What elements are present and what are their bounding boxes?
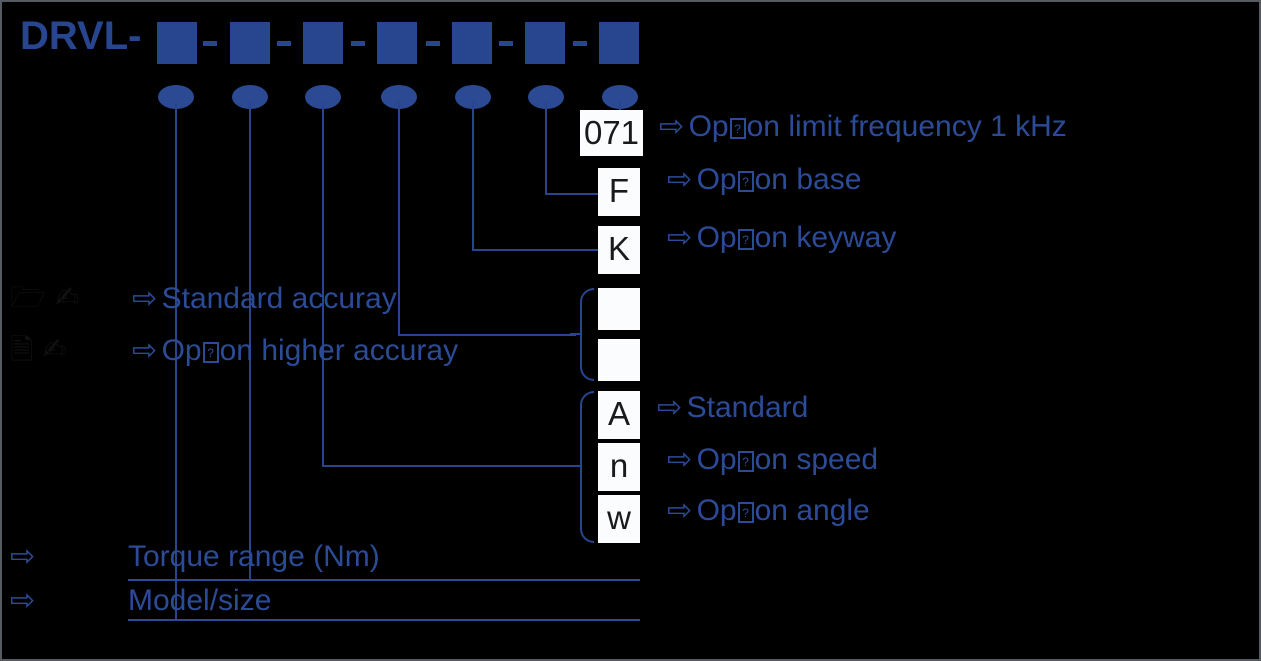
legend-keyway: ⇨ Op on keyway (667, 221, 896, 255)
legend-output-angle: ⇨ Op on angle (667, 494, 870, 528)
missing-glyph-icon (737, 451, 754, 472)
legend-higher-accuracy-post: on higher accuray (219, 334, 459, 367)
code-segment-5[interactable] (452, 22, 492, 64)
value-box-output-speed[interactable]: n (598, 443, 640, 491)
leader-line-segment-3-horizontal (322, 465, 576, 467)
brace-accuracy (580, 288, 594, 381)
document-mailbox-icon: 🗎 ✍ (10, 332, 67, 366)
value-box-output-angle[interactable]: w (598, 495, 640, 543)
legend-output-angle-pre: Op (696, 494, 737, 527)
missing-glyph-icon (737, 229, 754, 250)
leader-line-segment-2-vertical (249, 102, 251, 580)
brace-accuracy-stem (570, 333, 580, 335)
legend-higher-accuracy-pre: Op (161, 334, 202, 367)
code-separator-1 (203, 41, 217, 46)
value-box-limit-frequency[interactable]: 071 (580, 110, 643, 156)
legend-higher-accuracy: ⇨ Op on higher accuray (132, 334, 458, 368)
legend-standard-accuracy: ⇨ Standard accuray (132, 282, 397, 316)
missing-glyph-icon (729, 118, 746, 139)
missing-glyph-icon (737, 502, 754, 523)
legend-limit-frequency: ⇨ Op on limit frequency 1 kHz (659, 110, 1067, 144)
value-box-keyway[interactable]: K (598, 226, 640, 274)
arrow-icon: ⇨ (10, 540, 36, 573)
code-segment-6[interactable] (525, 22, 565, 64)
folder-mailbox-icon: 🗁 ✍ (10, 280, 80, 314)
code-segment-2[interactable] (230, 22, 270, 64)
arrow-icon: ⇨ (667, 163, 693, 196)
code-segment-7[interactable] (599, 22, 639, 64)
legend-standard-accuracy-label: Standard accuray (161, 282, 397, 315)
legend-base-pre: Op (696, 163, 737, 196)
footer-model-size-rule (128, 619, 640, 621)
leader-line-segment-4-vertical (398, 102, 400, 335)
code-separator-5 (499, 41, 513, 46)
arrow-icon: ⇨ (132, 282, 158, 315)
code-separator-2 (277, 41, 291, 46)
legend-base: ⇨ Op on base (667, 163, 861, 197)
arrow-icon: ⇨ (10, 584, 36, 617)
arrow-icon: ⇨ (657, 391, 683, 424)
arrow-icon: ⇨ (659, 110, 685, 143)
footer-model-size-label: Model/size (128, 584, 272, 617)
legend-output-standard-label: Standard (686, 391, 809, 424)
code-segment-4[interactable] (377, 22, 417, 64)
value-box-base[interactable]: F (598, 168, 640, 216)
legend-output-speed: ⇨ Op on speed (667, 443, 878, 477)
value-box-output-standard[interactable]: A (598, 391, 640, 439)
arrow-icon: ⇨ (667, 494, 693, 527)
value-box-accuracy-standard[interactable] (598, 288, 640, 330)
legend-output-standard: ⇨ Standard (657, 391, 808, 425)
code-separator-6 (573, 41, 587, 46)
brace-output (580, 391, 594, 543)
code-prefix: DRVL- (20, 14, 142, 58)
arrow-icon: ⇨ (667, 221, 693, 254)
leader-line-segment-3-vertical (322, 102, 324, 466)
code-separator-4 (426, 41, 440, 46)
leader-line-segment-4-horizontal (398, 334, 576, 336)
legend-limit-frequency-pre: Op (688, 110, 729, 143)
missing-glyph-icon (202, 342, 219, 363)
legend-keyway-pre: Op (696, 221, 737, 254)
legend-output-speed-pre: Op (696, 443, 737, 476)
footer-torque-range-label: Torque range (Nm) (128, 540, 380, 573)
legend-output-angle-post: on angle (754, 494, 870, 527)
arrow-icon: ⇨ (132, 334, 158, 367)
code-separator-3 (351, 41, 365, 46)
brace-output-stem (570, 465, 580, 467)
leader-line-segment-6-horizontal (545, 193, 600, 195)
leader-line-segment-5-horizontal (472, 249, 600, 251)
arrow-icon: ⇨ (667, 443, 693, 476)
legend-limit-frequency-post: on limit frequency 1 kHz (746, 110, 1067, 143)
leader-line-segment-6-vertical (545, 102, 547, 194)
legend-base-post: on base (754, 163, 862, 196)
code-segment-3[interactable] (303, 22, 343, 64)
leader-line-segment-5-vertical (472, 102, 474, 250)
missing-glyph-icon (737, 171, 754, 192)
leader-line-segment-1-vertical (175, 102, 177, 620)
legend-output-speed-post: on speed (754, 443, 879, 476)
value-box-accuracy-higher[interactable] (598, 339, 640, 381)
code-segment-1[interactable] (157, 22, 197, 64)
legend-keyway-post: on keyway (754, 221, 897, 254)
footer-torque-range-rule (128, 579, 640, 581)
